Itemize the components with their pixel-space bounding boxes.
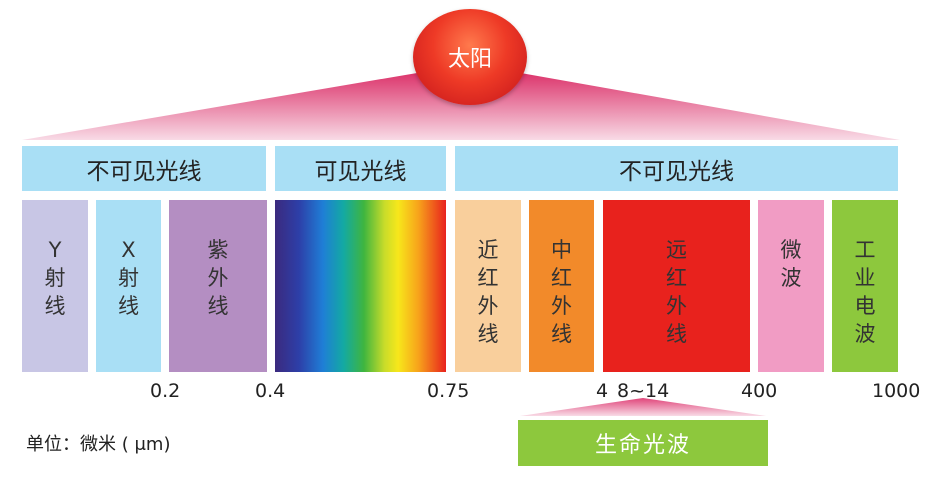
tick-label: 400 (741, 380, 778, 402)
header-visible: 可见光线 (275, 146, 446, 191)
tick-label: 4 (596, 380, 609, 402)
band-label: 紫 外 线 (207, 238, 229, 318)
band-label: Y 射 线 (44, 238, 66, 318)
header-invisible-left: 不可见光线 (22, 146, 266, 191)
band-mid-infrared: 中 红 外 线 (529, 200, 594, 372)
sun-circle: 太阳 (413, 9, 527, 105)
life-wave-pointer (520, 398, 766, 416)
tick-label: 0.75 (427, 380, 470, 402)
tick-label: 0.2 (150, 380, 181, 402)
band-ultraviolet: 紫 外 线 (169, 200, 267, 372)
life-wave-box: 生命光波 (518, 420, 768, 466)
band-gamma-ray: Y 射 线 (22, 200, 88, 372)
band-visible-spectrum (275, 200, 446, 372)
unit-label: 单位：微米 ( μm) (26, 434, 171, 455)
band-x-ray: X 射 线 (96, 200, 161, 372)
header-label: 不可见光线 (86, 158, 202, 185)
band-label: 近 红 外 线 (477, 238, 499, 346)
band-label: 工 业 电 波 (854, 238, 876, 346)
life-wave-label: 生命光波 (594, 433, 691, 458)
tick-label: 1000 (872, 380, 921, 402)
band-label: 微 波 (780, 238, 802, 290)
band-label: X 射 线 (118, 238, 139, 318)
tick-label: 8~14 (617, 380, 670, 402)
band-far-infrared: 远 红 外 线 (603, 200, 750, 372)
band-label: 远 红 外 线 (666, 238, 687, 346)
sun-label: 太阳 (447, 47, 492, 72)
band-microwave: 微 波 (758, 200, 824, 372)
band-near-infrared: 近 红 外 线 (455, 200, 521, 372)
band-label: 中 红 外 线 (551, 238, 572, 346)
tick-label: 0.4 (255, 380, 286, 402)
header-invisible-right: 不可见光线 (455, 146, 898, 191)
header-label: 可见光线 (314, 158, 407, 185)
band-industrial-radio: 工 业 电 波 (832, 200, 898, 372)
header-label: 不可见光线 (619, 158, 734, 185)
